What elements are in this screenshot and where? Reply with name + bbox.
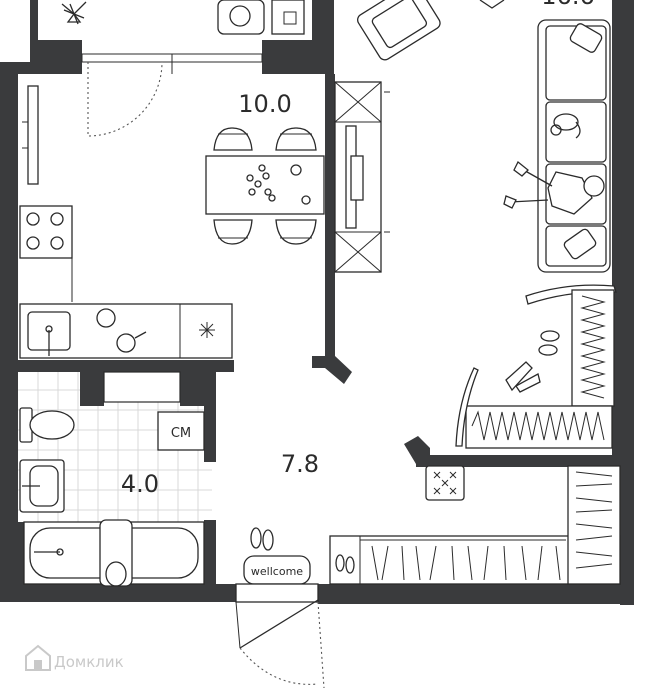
cat-icon — [550, 113, 581, 139]
slippers-icon — [250, 527, 274, 551]
walk-in-closet — [455, 284, 617, 449]
watermark-text: Домклик — [54, 653, 124, 671]
watermark: Домклик — [25, 644, 124, 671]
hall-area-label: 7.8 — [281, 450, 319, 478]
kitchen-tv — [22, 85, 39, 185]
washing-machine: CM — [157, 411, 205, 451]
bathtub — [23, 519, 205, 587]
entrance-door[interactable] — [235, 583, 325, 688]
bathroom-sink — [19, 459, 65, 513]
balcony-chair — [217, 0, 265, 35]
home-logo-icon — [25, 644, 51, 671]
balcony-table — [271, 0, 305, 35]
kitchen-area-label: 10.0 — [238, 90, 291, 118]
armchair — [357, 0, 441, 61]
bath-area-label: 4.0 — [121, 470, 159, 498]
person-icon — [503, 160, 605, 215]
wardrobe-slippers-icon — [335, 554, 355, 574]
doormat-text: wellcome — [251, 565, 303, 578]
dining-set — [205, 127, 325, 245]
table-flowers-icon — [246, 164, 276, 202]
hall-wardrobe — [329, 465, 621, 585]
kitchen-counter — [19, 303, 233, 359]
sofa — [503, 19, 611, 273]
washer-label: CM — [171, 426, 191, 441]
tv-unit — [334, 81, 390, 273]
living-area-label: 16.6 — [541, 0, 594, 10]
kitchen-hob — [19, 205, 73, 302]
kitchen: 10.0 — [19, 61, 325, 359]
closet-shoes-icon — [505, 330, 560, 393]
doormat: wellcome — [243, 555, 311, 585]
hallway: 7.8 — [235, 450, 621, 688]
pouf — [425, 465, 465, 501]
bathroom: 4.0 CM — [19, 407, 205, 587]
walls — [0, 0, 634, 605]
toilet — [19, 407, 75, 443]
living-room: 16.6 — [334, 0, 617, 449]
balcony — [61, 0, 305, 35]
